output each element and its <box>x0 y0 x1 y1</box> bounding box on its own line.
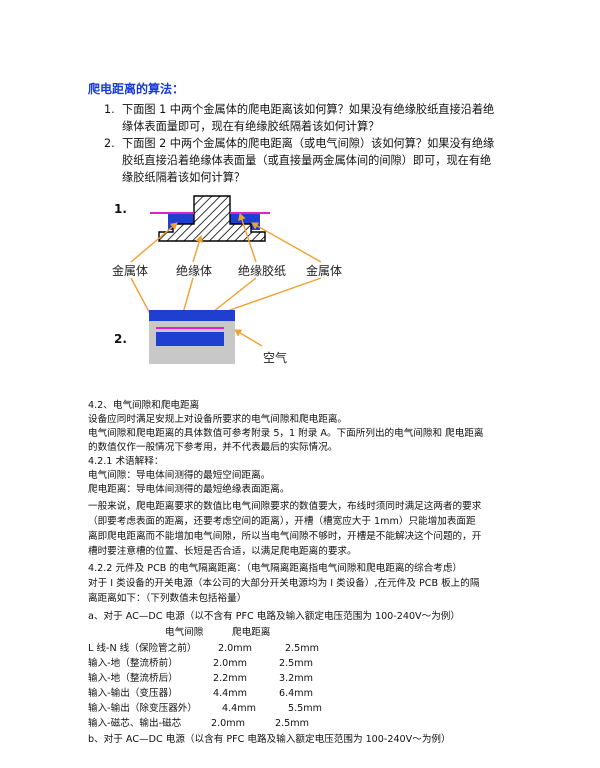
paragraph-4-line-1: 对于 I 类设备的开关电源（本公司的大部分开关电源均为 I 类设备）,在元件及 … <box>88 578 480 589</box>
paragraph-3-line-3: 离即爬电距离而不能增加电气间隙，所以当电气间隙不够时，开槽是不能解决这个问题的，… <box>88 531 482 542</box>
table-row-clearance: 4.4mm <box>213 688 247 699</box>
figure-2 <box>149 310 235 364</box>
item-a-title: a、对于 AC—DC 电源（以不含有 PFC 电路及输入额定电压范围为 100-… <box>88 611 460 622</box>
label-air: 空气 <box>263 350 287 365</box>
section-4-2-1-title: 4.2.1 术语解释： <box>88 456 164 467</box>
question-2-line-2: 胶纸直接沿着绝缘体表面量（或直接量两金属体间的间隙）即可，现在有绝 <box>122 154 492 167</box>
label-insulator: 绝缘体 <box>176 263 212 278</box>
question-2-line-3: 缘胶纸隔着该如何计算？ <box>122 171 246 184</box>
table-row-label: 输入-输出（除变压器外） <box>88 703 197 714</box>
figure-1 <box>150 195 270 242</box>
definition-creepage: 爬电距离：导电体间测得的最短绝缘表面距离。 <box>88 484 290 495</box>
table-row-clearance: 2.0mm <box>213 658 247 669</box>
question-2-line-1: 下面图 2 中两个金属体的爬电距离（或电气间隙）该如何算？如果没有绝缘 <box>122 137 495 150</box>
table-row-label: 输入-地（整流桥前） <box>88 658 178 669</box>
section-heading: 爬电距离的算法： <box>88 82 185 96</box>
arrow-metal-to-fig1 <box>130 222 178 263</box>
label-insulating-tape: 绝缘胶纸 <box>238 263 286 278</box>
arrow-air <box>234 329 263 347</box>
figure-2-inner-metal <box>156 332 224 346</box>
paragraph-1: 设备应同时满足安规上对设备所要求的电气间隙和爬电距离。 <box>88 414 348 425</box>
label-metal-1: 金属体 <box>112 263 148 278</box>
paragraph-3-line-4: 槽时要注意槽的位置、长短是否合适，以满足爬电距离的要求。 <box>88 546 357 557</box>
creepage-diagram: 1. 金属体 绝缘体 绝缘胶纸 金属体 2. 空气 <box>112 195 342 365</box>
figure-2-label: 2. <box>114 332 127 346</box>
definition-clearance: 电气间隙：导电体间测得的最短空间距离。 <box>88 470 271 481</box>
paragraph-3-line-1: 一般来说，爬电距离要求的数值比电气间隙要求的数值要大，布线时须同时满足这两者的要… <box>88 501 482 512</box>
arrow-tape-to-fig1 <box>238 213 257 263</box>
section-4-2-title: 4.2、电气间隙和爬电距离 <box>88 400 200 411</box>
arrow-metal2-to-fig2 <box>212 277 322 318</box>
table-row-creepage: 2.5mm <box>285 643 319 654</box>
item-b-title: b、对于 AC—DC 电源（以含有 PFC 电路及输入额定电压范围为 100-2… <box>88 734 451 745</box>
table-row-creepage: 2.5mm <box>275 718 309 729</box>
column-header-creepage: 爬电距离 <box>232 627 271 638</box>
table-row-clearance: 2.0mm <box>218 643 252 654</box>
table-row-clearance: 2.0mm <box>211 718 245 729</box>
paragraph-3-line-2: （即要考虑表面的距离，还要考虑空间的距离），开槽（槽宽应大于 1mm）只能增加表… <box>88 516 476 527</box>
question-1-line-2: 缘体表面量即可，现在有绝缘胶纸隔着该如何计算？ <box>122 120 380 133</box>
figure-1-label: 1. <box>114 202 127 216</box>
table-row-label: L 线-N 线（保险管之前） <box>88 643 197 654</box>
table-row-label: 输入-地（整流桥后） <box>88 673 178 684</box>
table-row-clearance: 2.2mm <box>213 673 247 684</box>
table-row-creepage: 5.5mm <box>288 703 322 714</box>
paragraph-4-line-2: 离距离如下：（下列数值未包括裕量） <box>88 593 247 604</box>
paragraph-2-line-1: 电气间隙和爬电距离的具体数值可参考附录 5，1 附录 A。下面所列出的电气间隙和… <box>88 428 484 439</box>
arrow-insulator-to-fig1 <box>192 235 204 263</box>
table-row-creepage: 2.5mm <box>279 658 313 669</box>
table-row-creepage: 3.2mm <box>279 673 313 684</box>
section-4-2-2-title: 4.2.2 元件及 PCB 的电气隔离距离：（电气隔离距离指电气间隙和爬电距离的… <box>88 563 463 574</box>
table-row-clearance: 4.4mm <box>222 703 256 714</box>
label-metal-2: 金属体 <box>306 263 342 278</box>
table-row-creepage: 6.4mm <box>279 688 313 699</box>
arrow-metal2-to-fig1 <box>251 222 322 263</box>
paragraph-2-line-2: 的数值仅作一般情况下参考用，并不代表最后的实际情况。 <box>88 442 338 453</box>
question-1-line-1: 下面图 1 中两个金属体的爬电距离该如何算？如果没有绝缘胶纸直接沿着绝 <box>122 103 495 116</box>
table-row-label: 输入-输出（变压器） <box>88 688 178 699</box>
figure-2-top-metal <box>149 310 235 321</box>
column-header-clearance: 电气间隙 <box>165 627 204 638</box>
question-1-number: 1. <box>104 103 115 116</box>
table-row-label: 输入-磁芯、输出-磁芯 <box>88 718 182 729</box>
question-2-number: 2. <box>104 137 115 150</box>
